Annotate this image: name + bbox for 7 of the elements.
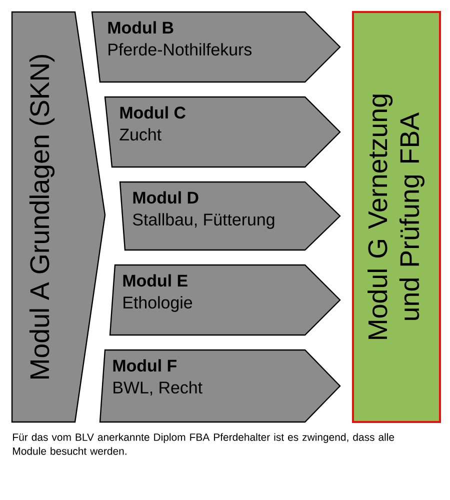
caption: Für das vom BLV anerkannte Diplom FBA Pferdehalter ist es zwingend, dass alle Module besucht werden.: [13, 433, 394, 455]
arrow-box: Modul F BWL, Recht: [99, 349, 341, 423]
arrow-box: Modul C Zucht: [104, 96, 341, 168]
arrow-box: Modul D Stallbau, Fütterung: [119, 181, 341, 251]
arrow-box: Modul B Pferde-Nothilfekurs: [91, 11, 341, 83]
result-box: Modul G Vernetzung und Prüfung FBA: [352, 11, 441, 423]
arrow-box: Modul E Ethologie: [109, 264, 341, 336]
